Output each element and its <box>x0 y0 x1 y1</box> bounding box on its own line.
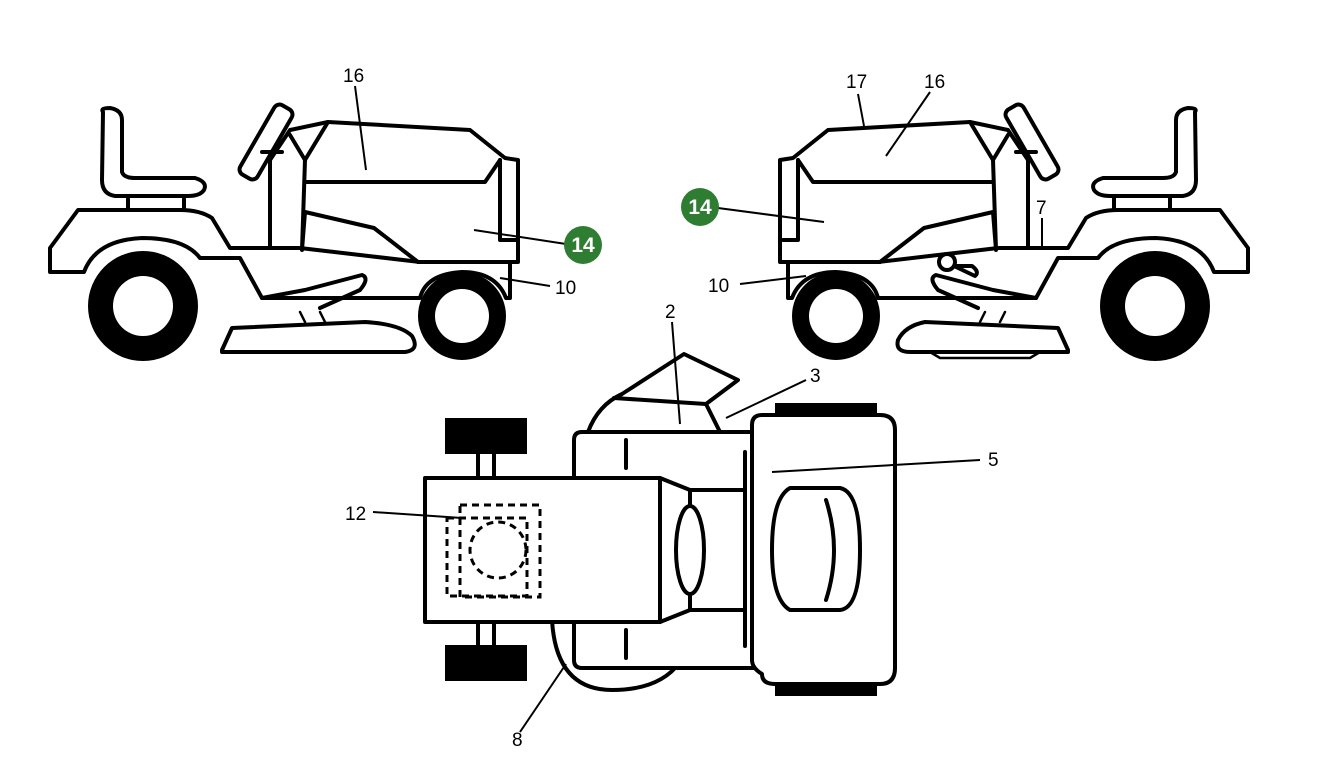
discharge-chute <box>586 352 740 434</box>
body-left <box>48 208 512 300</box>
label-7: 7 <box>1036 198 1047 219</box>
label-12: 12 <box>345 504 366 525</box>
ignition-key <box>937 252 957 272</box>
rear-tire-top <box>445 418 527 454</box>
body-right <box>786 208 1250 300</box>
label-16-right: 16 <box>924 72 945 93</box>
hood-left <box>300 120 520 264</box>
label-17: 17 <box>846 72 867 93</box>
seat-left <box>100 106 207 198</box>
label-10-left: 10 <box>555 278 576 299</box>
steering-wheel-right <box>1003 102 1061 182</box>
tractor-left-view <box>48 85 567 361</box>
seat-right <box>1091 106 1198 198</box>
label-5: 5 <box>988 450 999 471</box>
seat-top <box>423 476 692 624</box>
hood-right <box>778 120 998 264</box>
callout-14-left-text: 14 <box>571 234 595 257</box>
grille-top <box>770 486 862 612</box>
deck-right <box>895 320 1070 354</box>
deck-left <box>220 320 417 354</box>
label-8: 8 <box>512 730 523 751</box>
label-2: 2 <box>665 302 676 323</box>
callout-14-right-text: 14 <box>688 196 712 219</box>
label-16-left: 16 <box>343 66 364 87</box>
tractor-top-view <box>372 321 981 733</box>
callout-14-right[interactable]: 14 <box>681 188 719 226</box>
front-tire-bottom <box>775 684 877 696</box>
rear-tire-bottom <box>445 645 527 681</box>
label-10-right: 10 <box>708 276 729 297</box>
tractor-right-view <box>717 91 1250 361</box>
steering-wheel-left <box>237 102 295 182</box>
label-3: 3 <box>810 366 821 387</box>
callout-14-left[interactable]: 14 <box>564 226 602 264</box>
